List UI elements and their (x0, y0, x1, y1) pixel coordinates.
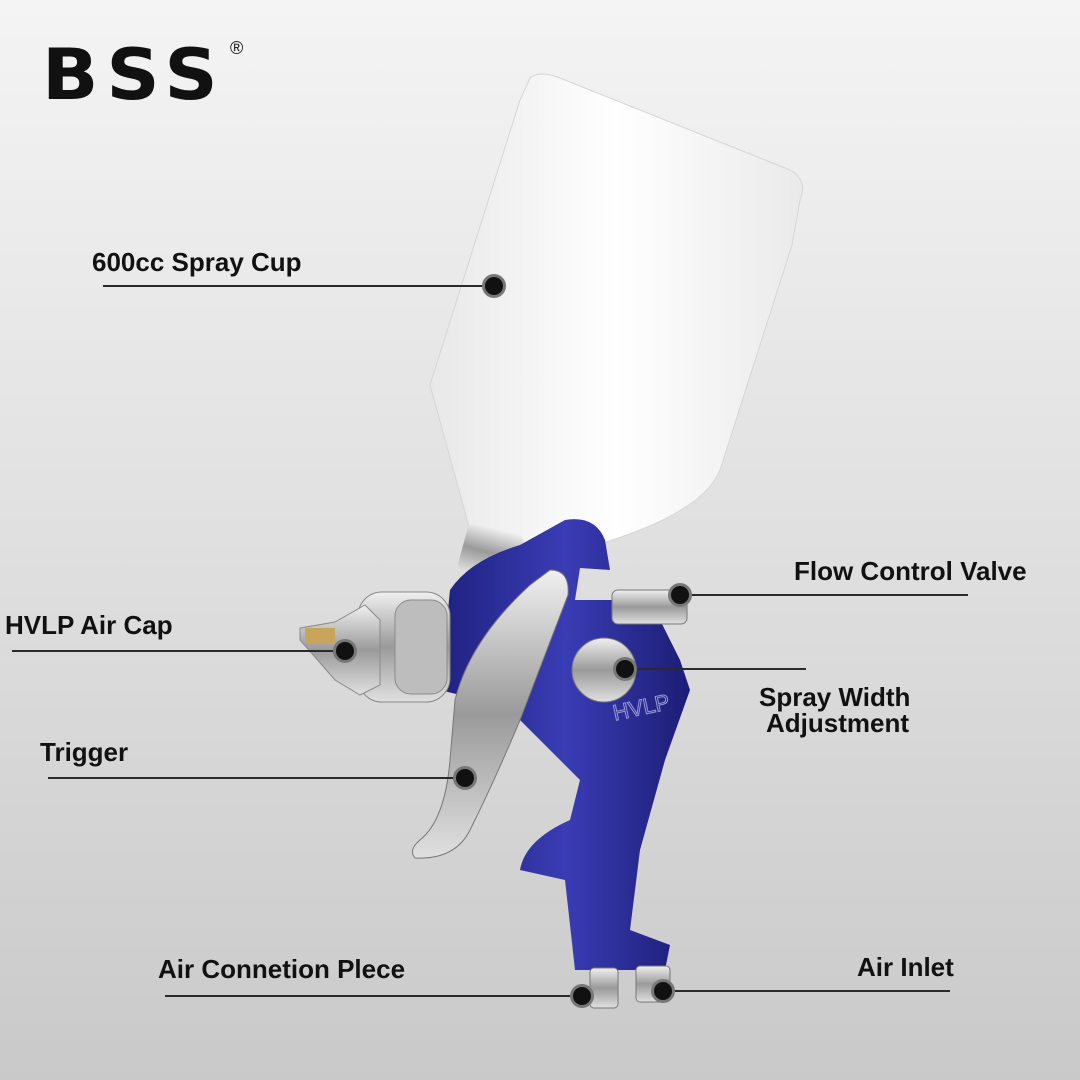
trigger (411, 569, 569, 859)
callout-spray-width-line1: Spray Width (759, 682, 911, 712)
callout-air-cap: HVLP Air Cap (5, 610, 173, 640)
callout-spray-width-line2: Adjustment (766, 708, 909, 738)
callout-dot (616, 660, 634, 678)
callout-dot (456, 769, 474, 787)
callout-line (103, 285, 494, 287)
callout-flow-control-valve: Flow Control Valve (794, 556, 1027, 586)
callout-line (48, 777, 465, 779)
callout-line (663, 990, 950, 992)
spray-width-knob (571, 637, 637, 703)
callout-dot (654, 982, 672, 1000)
callout-spray-cup: 600cc Spray Cup (92, 247, 302, 277)
brand-logo: BSS (42, 34, 226, 116)
callout-dot (485, 277, 503, 295)
callout-air-inlet: Air Inlet (857, 952, 954, 982)
callout-dot (671, 586, 689, 604)
callout-line (165, 995, 582, 997)
spray-cup (429, 73, 803, 557)
callout-dot (573, 987, 591, 1005)
air-cap-tip (305, 628, 335, 644)
callout-line (625, 668, 806, 670)
callout-line (12, 650, 345, 652)
flow-control-valve (611, 589, 688, 625)
callout-line (680, 594, 968, 596)
callout-air-connection-piece: Air Connetion Plece (158, 954, 406, 984)
callout-dot (336, 642, 354, 660)
callout-trigger: Trigger (40, 737, 129, 767)
nozzle-ring-inner (394, 599, 448, 695)
registered-mark: ® (230, 38, 244, 58)
air-connection-fitting (589, 967, 619, 1009)
